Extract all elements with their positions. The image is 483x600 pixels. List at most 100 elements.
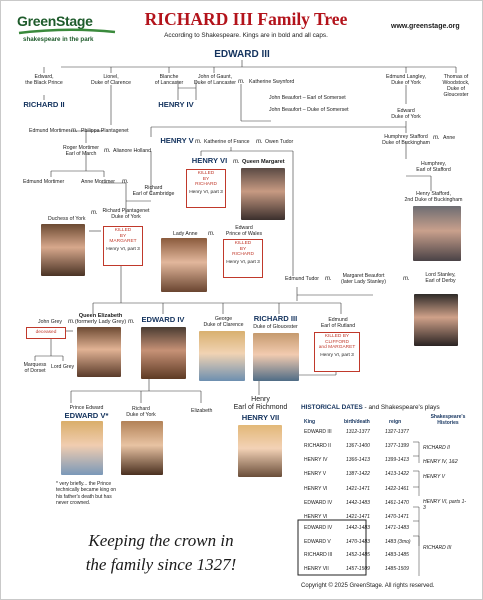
person-duchess-of-york: Duchess of York [48, 216, 86, 222]
portrait-richard-duke-of-york [121, 421, 163, 475]
person-lady-anne: Lady Anne [173, 231, 198, 237]
person-anne-mortimer: Anne Mortimer [81, 179, 116, 185]
historical-birth-death: 1421-1471 [346, 486, 370, 492]
person-edmund-mortimer-2: Edmund Mortimer [23, 179, 65, 185]
marriage-symbol: m. [325, 276, 332, 282]
king-richard-ii: RICHARD II [23, 100, 65, 109]
person-owen-tudor: Owen Tudor [265, 139, 294, 145]
historical-king-name: EDWARD V [304, 539, 331, 545]
historical-reign: 1461-1470 [385, 500, 409, 506]
marriage-symbol: m. [433, 135, 440, 141]
historical-col-plays: Shakespeare's Histories [430, 414, 466, 426]
marriage-symbol: m. [104, 148, 111, 154]
historical-reign: 1471-1483 [385, 525, 409, 531]
play-henry-vi: HENRY VI, parts 1-3 [423, 499, 467, 511]
portrait-george-clarence [199, 331, 245, 381]
marriage-symbol: m. [233, 159, 240, 165]
person-alianore-holland: Alianore Holland [113, 148, 152, 154]
play-henry-v: HENRY V [423, 474, 445, 480]
person-john-beaufort-earl: John Beaufort – Earl of Somerset [269, 95, 346, 101]
king-henry-iv: HENRY IV [158, 100, 194, 109]
historical-birth-death: 1442-1483 [346, 525, 370, 531]
logo-wordmark: GreenStage [17, 13, 93, 29]
marriage-symbol: m. [68, 319, 75, 325]
king-henry-v: HENRY V [160, 136, 194, 145]
person-prince-edward: Prince Edward [69, 405, 104, 411]
person-john-grey: John Grey [38, 319, 62, 325]
person-richard-iii-title: Duke of Gloucester [253, 324, 298, 330]
marriage-symbol: m. [71, 128, 78, 134]
person-edmund-mortimer: Edmund Mortimer [29, 128, 71, 134]
portrait-henry-stafford [413, 206, 461, 261]
copyright-notice: Copyright © 2025 GreenStage. All rights … [301, 583, 435, 589]
deceased-badge-john-grey: deceased [26, 327, 66, 339]
marriage-symbol: m. [195, 139, 202, 145]
historical-king-name: EDWARD IV [304, 525, 333, 531]
portrait-edward-v [61, 421, 103, 475]
king-richard-iii: RICHARD III [253, 314, 298, 323]
king-henry-vi: HENRY VI [191, 156, 228, 165]
historical-king-name: HENRY VI [304, 486, 328, 492]
king-edward-iv: EDWARD IV [141, 315, 185, 324]
historical-king-name: EDWARD IV [304, 500, 333, 506]
historical-col-reign: reign [389, 419, 402, 425]
page-subtitle: According to Shakespeare. Kings are in b… [164, 32, 328, 39]
marriage-symbol: m. [122, 179, 129, 185]
person-john-beaufort-duke: John Beaufort – Duke of Somerset [269, 107, 349, 113]
portrait-edward-iv [141, 327, 186, 379]
historical-reign: 1483-1485 [385, 552, 409, 558]
historical-king-name: HENRY V [304, 471, 327, 477]
logo-swoosh-icon [18, 28, 116, 35]
person-queen-elizabeth: Queen Elizabeth(formerly Lady Grey) [74, 313, 127, 325]
historical-king-name: EDWARD III [304, 429, 332, 435]
marriage-symbol: m. [128, 319, 135, 325]
marriage-symbol: m. [208, 231, 215, 237]
marriage-symbol: m. [403, 276, 410, 282]
person-margaret-beaufort: Margaret Beaufort(later Lady Stanley) [341, 273, 386, 285]
historical-king-name: HENRY IV [304, 457, 328, 463]
person-edmund-tudor: Edmund Tudor [285, 276, 320, 282]
person-anne: Anne [443, 135, 456, 141]
person-henry-stafford: Henry Stafford,2nd Duke of Buckingham [404, 191, 463, 203]
person-katherine-swynford: Katherine Swynford [249, 79, 295, 85]
historical-king-name: HENRY VI [304, 514, 328, 520]
historical-birth-death: 1457-1509 [346, 566, 370, 572]
play-henry-iv: HENRY IV, 1&2 [423, 459, 458, 465]
historical-reign: 1377-1399 [385, 443, 409, 449]
historical-birth-death: 1442-1483 [346, 500, 370, 506]
person-katherine-of-france: Katherine of France [204, 139, 250, 145]
historical-king-name: RICHARD III [304, 552, 333, 558]
historical-king-name: HENRY VII [304, 566, 329, 572]
person-lord-grey: Lord Grey [51, 364, 75, 370]
person-edmund-langley: Edmund Langley,Duke of York [386, 74, 426, 86]
historical-birth-death: 1470-1483 [346, 539, 370, 545]
greenstage-logo[interactable]: GreenStage shakespeare in the park [17, 13, 117, 45]
person-philippa-plantagenet: Philippa Plantagenet [81, 128, 129, 134]
historical-dates-title: HISTORICAL DATES - and Shakespeare's pla… [301, 404, 440, 411]
historical-reign: 1399-1413 [385, 457, 409, 463]
portrait-queen-margaret [241, 168, 285, 220]
king-edward-iii: EDWARD III [214, 49, 270, 60]
website-link[interactable]: www.greenstage.org [391, 23, 460, 30]
historical-birth-death: 1367-1400 [346, 443, 370, 449]
logo-tagline: shakespeare in the park [23, 36, 94, 43]
portrait-richard-iii [253, 333, 299, 381]
person-john-of-gaunt: John of Gaunt,Duke of Lancaster [193, 74, 237, 86]
person-lionel: Lionel,Duke of Clarence [90, 74, 132, 86]
portrait-lady-anne [161, 238, 207, 292]
king-edward-v: EDWARD V* [64, 411, 109, 420]
portrait-lord-stanley [414, 294, 458, 346]
historical-birth-death: 1421-1471 [346, 514, 370, 520]
